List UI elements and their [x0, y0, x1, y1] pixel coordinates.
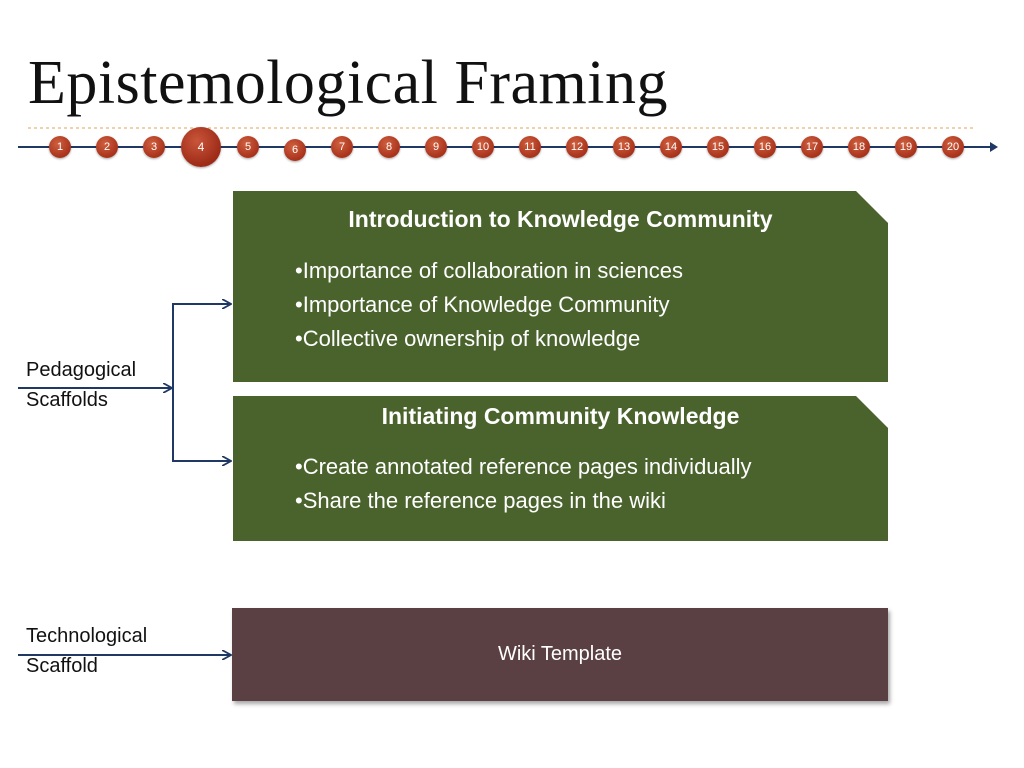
bullet-item: •Collective ownership of knowledge — [295, 326, 641, 351]
box-heading: Introduction to Knowledge Community — [348, 206, 773, 232]
timeline-step-1[interactable]: 1 — [49, 136, 71, 158]
knowledge-community-box: Introduction to Knowledge Community •Imp… — [233, 191, 888, 382]
wiki-template-box: Wiki Template — [232, 608, 888, 701]
timeline-step-4[interactable]: 4 — [181, 127, 221, 167]
box-heading: Initiating Community Knowledge — [381, 403, 740, 429]
timeline-step-14[interactable]: 14 — [660, 136, 682, 158]
timeline-step-9[interactable]: 9 — [425, 136, 447, 158]
timeline-step-3[interactable]: 3 — [143, 136, 165, 158]
bullet-item: •Share the reference pages in the wiki — [295, 488, 666, 513]
timeline-step-5[interactable]: 5 — [237, 136, 259, 158]
timeline-step-6[interactable]: 6 — [284, 139, 306, 161]
timeline-step-20[interactable]: 20 — [942, 136, 964, 158]
timeline-step-7[interactable]: 7 — [331, 136, 353, 158]
label-line: Scaffold — [26, 655, 98, 677]
timeline-step-17[interactable]: 17 — [801, 136, 823, 158]
bullet-item: •Importance of collaboration in sciences — [295, 258, 684, 283]
label-line: Pedagogical — [26, 359, 137, 381]
timeline-step-8[interactable]: 8 — [378, 136, 400, 158]
pedagogical-scaffolds-label: Pedagogical Scaffolds — [26, 355, 136, 415]
slide-title: Epistemological Framing — [28, 49, 669, 117]
label-line: Technological — [26, 625, 148, 647]
label-line: Scaffolds — [26, 389, 108, 411]
bullet-list: •Create annotated reference pages indivi… — [295, 450, 752, 518]
timeline-step-10[interactable]: 10 — [472, 136, 494, 158]
bullet-item: •Create annotated reference pages indivi… — [295, 454, 752, 479]
timeline-step-2[interactable]: 2 — [96, 136, 118, 158]
timeline-step-13[interactable]: 13 — [613, 136, 635, 158]
timeline-step-16[interactable]: 16 — [754, 136, 776, 158]
bullet-list: •Importance of collaboration in sciences… — [295, 254, 683, 356]
timeline-step-11[interactable]: 11 — [519, 136, 541, 158]
community-knowledge-box: Initiating Community Knowledge •Create a… — [233, 396, 888, 541]
bullet-item: •Importance of Knowledge Community — [295, 292, 670, 317]
timeline-step-19[interactable]: 19 — [895, 136, 917, 158]
timeline-step-15[interactable]: 15 — [707, 136, 729, 158]
timeline-step-18[interactable]: 18 — [848, 136, 870, 158]
technological-scaffold-label: Technological Scaffold — [26, 621, 147, 681]
timeline-step-12[interactable]: 12 — [566, 136, 588, 158]
timeline-line — [18, 127, 998, 152]
